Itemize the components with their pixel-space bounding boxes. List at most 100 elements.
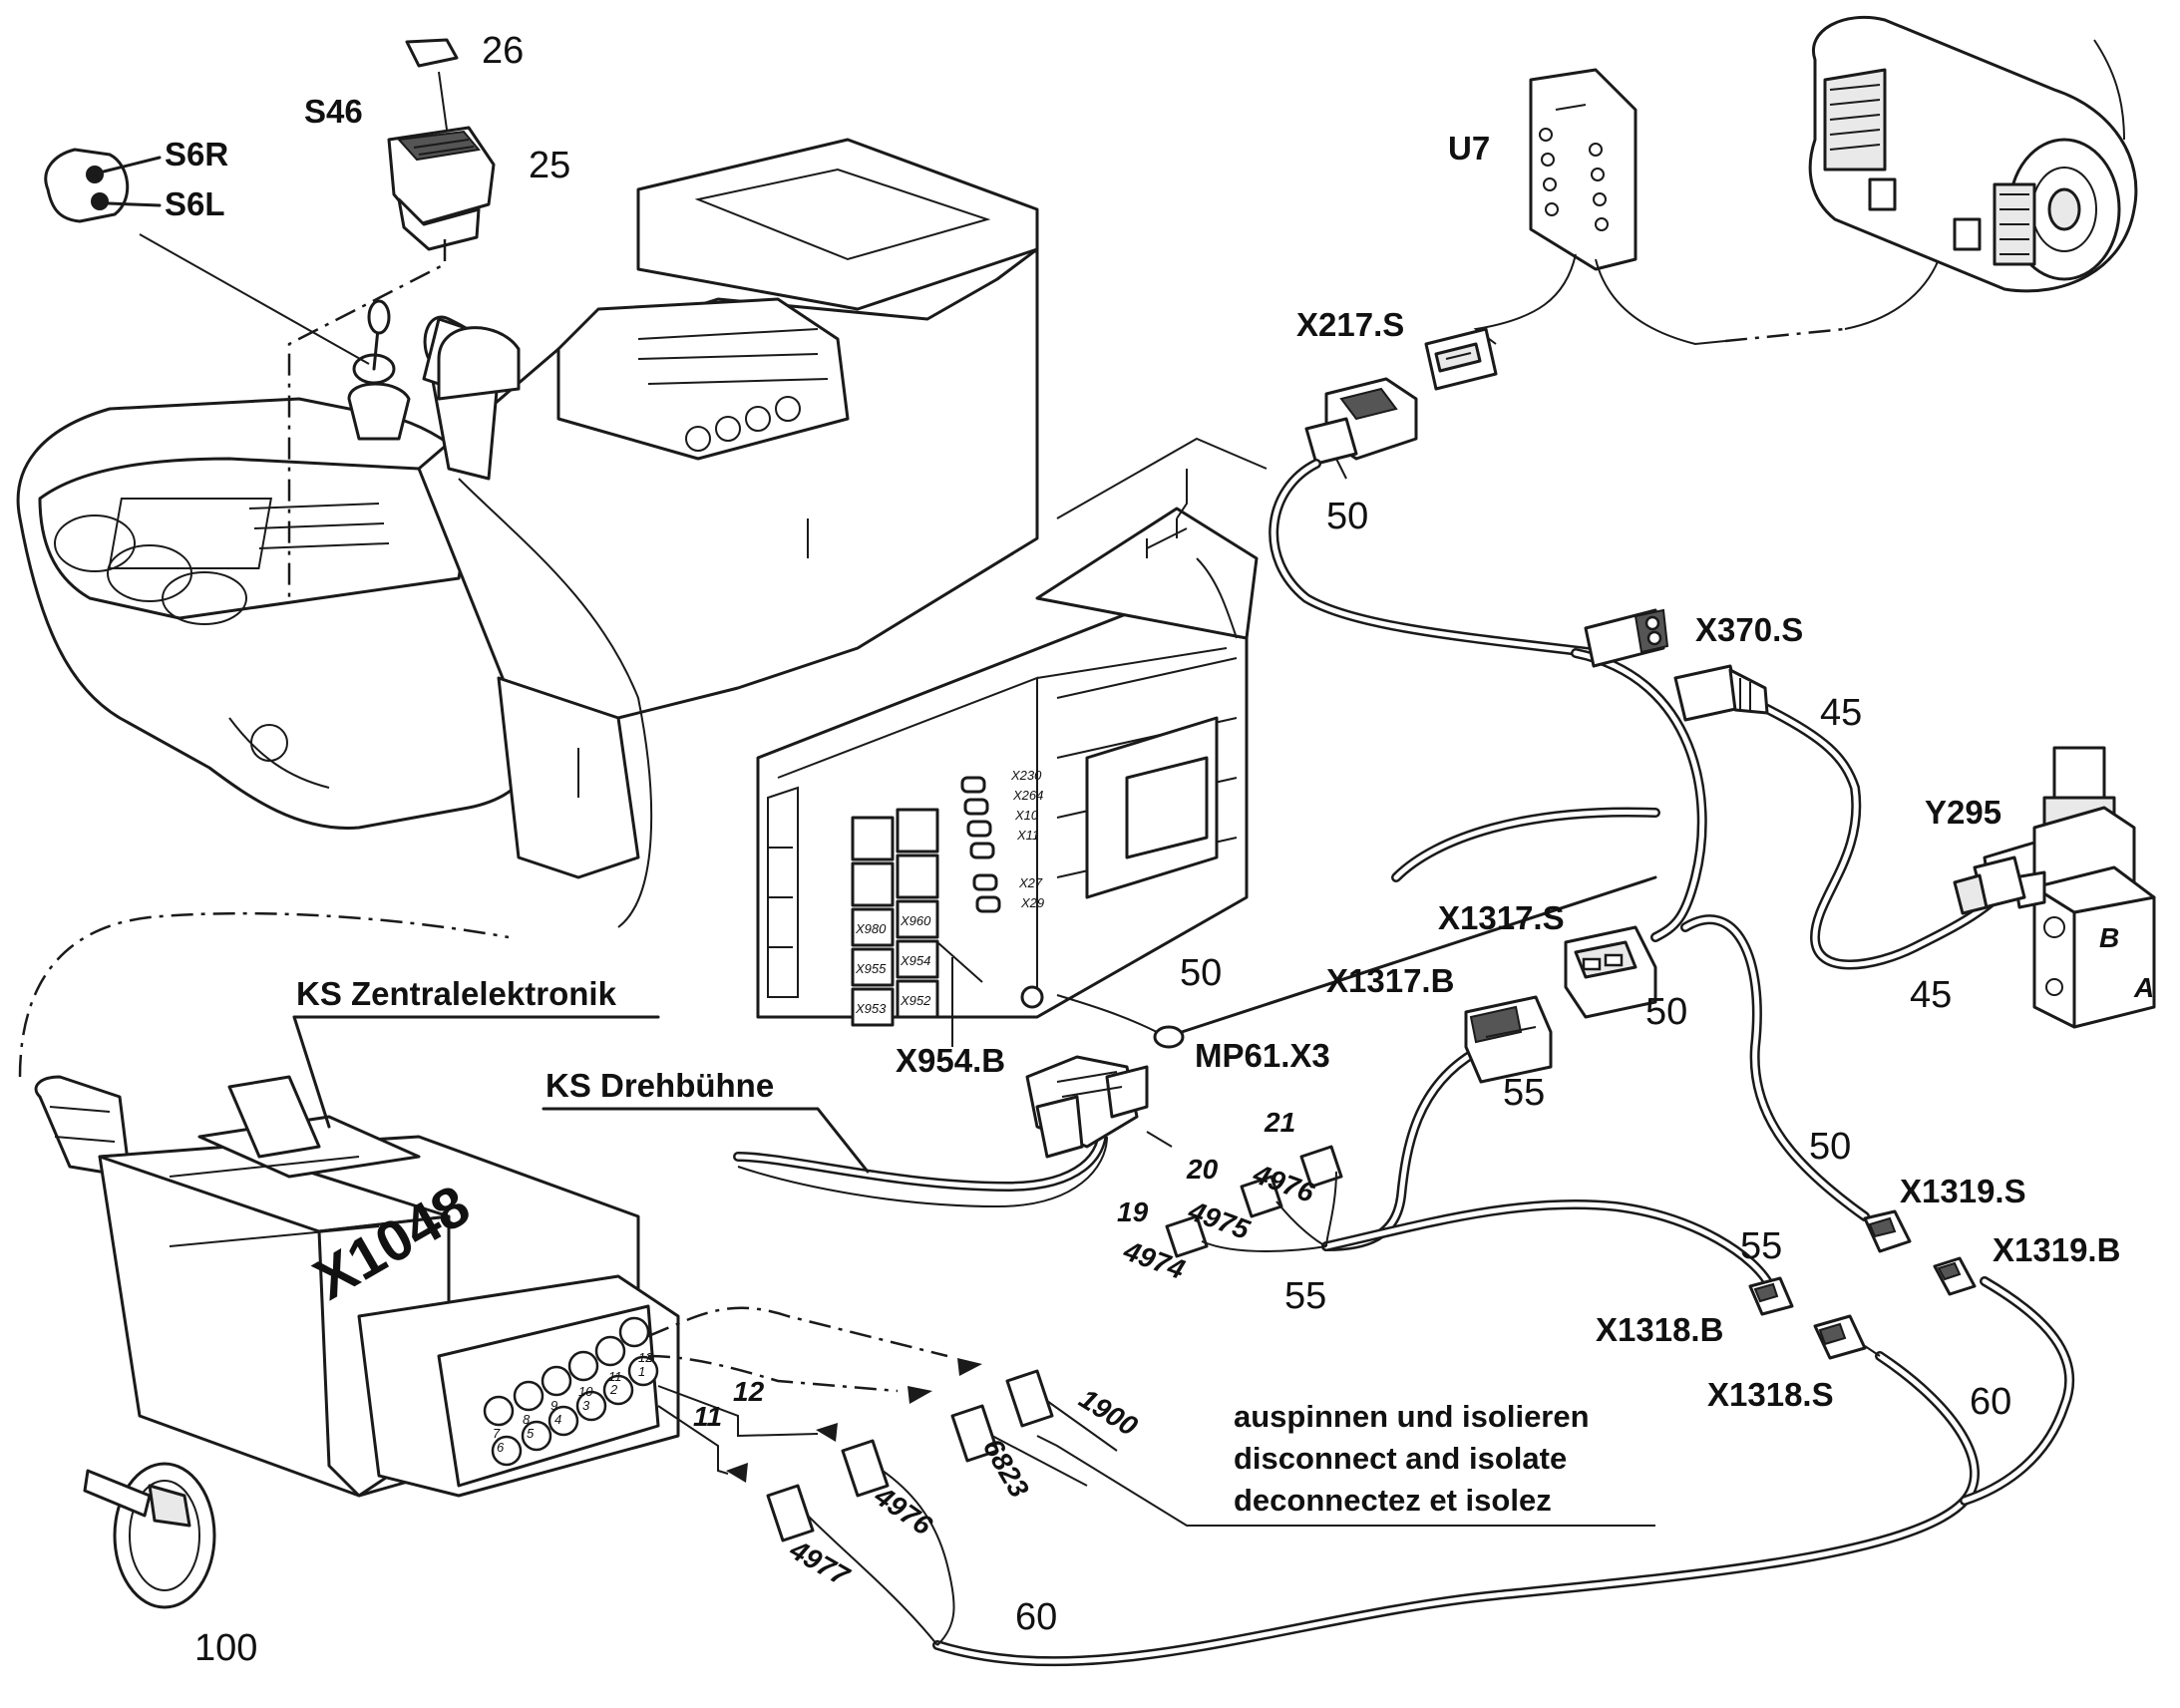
connector-x1318b: X1318.B (1596, 1276, 1794, 1348)
slot-label-x11: X11 (1016, 828, 1039, 843)
connector-x1317s: X1317.S (1438, 899, 1657, 1019)
pin-19: 19 (1117, 1196, 1149, 1227)
x1319s-label: X1319.S (1900, 1173, 2026, 1209)
loose-pins-upper: 21 4976 20 4975 19 4974 (1117, 1107, 1343, 1285)
relay-slot (851, 816, 895, 861)
pin-num: 3 (582, 1398, 590, 1413)
slot-label-x29: X29 (1020, 895, 1044, 910)
connector-x217s: X217.S (1296, 306, 1498, 480)
item-55-c: 55 (1284, 1275, 1326, 1317)
fuse-slot (969, 842, 995, 859)
s6r-label: S6R (165, 136, 228, 172)
relay-x980 (851, 907, 895, 947)
s6l-label: S6L (165, 185, 225, 222)
connector-x1317b: X1317.B (1326, 962, 1553, 1084)
y295-label: Y295 (1925, 794, 2001, 831)
fuse-strip: X230 X264 X10 X11 X27 X29 (960, 768, 1044, 913)
relay-label-x980: X980 (855, 921, 887, 936)
item-45-b: 45 (1910, 974, 1952, 1016)
ground-mp61: MP61.X3 (1056, 875, 1657, 1074)
relay-grid: X980 X960 X955 X954 X953 X952 (851, 808, 939, 1027)
item-55-a: 55 (1503, 1072, 1545, 1114)
relay-slot (851, 861, 895, 907)
relay-label-x955: X955 (855, 961, 887, 976)
x954b-label: X954.B (896, 1042, 1005, 1079)
connector-x1318s: X1318.S (1707, 1314, 1881, 1413)
note-de: auspinnen und isolieren (1234, 1399, 1590, 1434)
connector-x1319s: X1319.S (1863, 1173, 2026, 1253)
wire-6823: 6823 (977, 1434, 1035, 1504)
plug-pins (483, 1316, 659, 1467)
note-en: disconnect and isolate (1234, 1441, 1567, 1476)
relay-slot (896, 854, 939, 899)
pin-num: 8 (523, 1412, 531, 1427)
relay-label-x960: X960 (900, 913, 931, 928)
cable-tie: 100 (83, 1462, 257, 1669)
note-fr: deconnectez et isolez (1234, 1483, 1552, 1518)
relay-x952 (896, 979, 939, 1019)
harness-central-label: KS Zentralelektronik (296, 975, 617, 1012)
pin-num: 5 (527, 1426, 535, 1441)
relay-box: X980 X960 X955 X954 X953 X952 X230 X264 … (756, 437, 1268, 1047)
harness-labels: KS Zentralelektronik KS Drehbühne (292, 975, 1108, 1208)
item-25: 25 (529, 145, 570, 186)
item-50-b: 50 (1180, 952, 1222, 994)
relay-x954 (896, 939, 939, 979)
isolation-note: auspinnen und isolieren disconnect and i… (1234, 1399, 1590, 1518)
item-50-a: 50 (1326, 496, 1368, 537)
pin-num: 1 (638, 1364, 645, 1379)
connector-x370s: X370.S (1584, 608, 1803, 722)
item-55-b: 55 (1740, 1225, 1782, 1267)
item-60-b: 60 (1015, 1596, 1057, 1638)
mp61-label: MP61.X3 (1195, 1037, 1330, 1074)
slot-label-x27: X27 (1018, 875, 1043, 890)
wire-4977: 4977 (784, 1534, 856, 1592)
pin-num: 6 (497, 1440, 505, 1455)
slot-label-x264: X264 (1012, 788, 1043, 803)
pin-num: 2 (609, 1382, 618, 1397)
motor-assembly (1808, 15, 2138, 293)
connector-x1319b: X1319.B (1933, 1231, 2120, 1296)
x1318b-label: X1318.B (1596, 1311, 1723, 1348)
x1317s-label: X1317.S (1438, 899, 1565, 936)
x1317b-label: X1317.B (1326, 962, 1454, 999)
item-60-a: 60 (1970, 1381, 2011, 1423)
relay-label-x954: X954 (900, 953, 930, 968)
item-100: 100 (194, 1627, 257, 1669)
port-a: A (2133, 972, 2154, 1003)
pin-num: 11 (608, 1369, 622, 1384)
fuse-slot (972, 873, 998, 891)
pin-20: 20 (1186, 1154, 1219, 1185)
pin-21: 21 (1264, 1107, 1295, 1138)
harness-turntable-label: KS Drehbühne (545, 1067, 774, 1104)
slot-label-x10: X10 (1014, 808, 1039, 823)
harness-cables (18, 459, 2075, 1667)
item-numbers: 50 45 45 50 50 55 50 55 55 60 60 (1015, 496, 2011, 1638)
x1318s-label: X1318.S (1707, 1376, 1834, 1413)
x217s-label: X217.S (1296, 306, 1404, 343)
relay-x955 (851, 947, 895, 987)
relay-label-x952: X952 (900, 993, 931, 1008)
relay-x960 (896, 899, 939, 939)
operator-console (16, 138, 1039, 928)
pin-num: 10 (578, 1384, 593, 1399)
slot-label-x230: X230 (1010, 768, 1042, 783)
connector-y295-plug (1953, 855, 2026, 915)
s46-label: S46 (304, 93, 363, 130)
central-plug-x1048: 12 1 11 2 10 3 9 4 8 5 7 6 X1048 (34, 1075, 680, 1498)
relay-label-x953: X953 (855, 1001, 887, 1016)
item-45-a: 45 (1820, 692, 1862, 734)
fuse-slot (975, 895, 1001, 913)
port-b: B (2099, 922, 2119, 953)
item-50-c: 50 (1645, 991, 1687, 1033)
u7-label: U7 (1448, 130, 1490, 167)
wire-1900: 1900 (1074, 1383, 1144, 1443)
relay-x953 (851, 987, 895, 1027)
connector-x954b: X954.B (896, 1042, 1149, 1159)
pin-num: 9 (550, 1398, 557, 1413)
item-50-d: 50 (1809, 1126, 1851, 1168)
pin-num: 7 (493, 1426, 501, 1441)
fuse-slot (960, 776, 986, 794)
pin-num: 4 (554, 1412, 561, 1427)
fuse-slot (966, 820, 992, 838)
